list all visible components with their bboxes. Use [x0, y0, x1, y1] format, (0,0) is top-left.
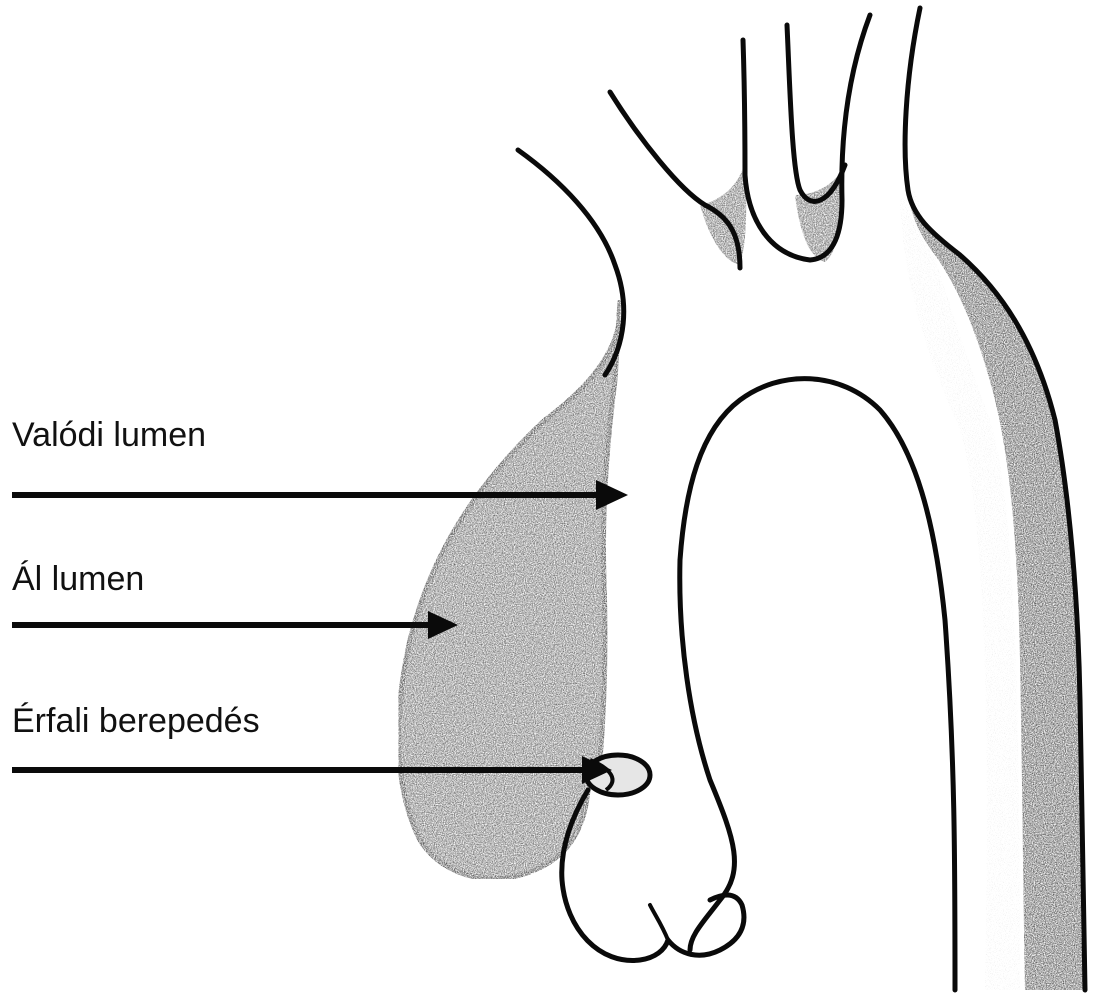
aortic-root-outline: [562, 790, 744, 960]
arrow-false-lumen: [12, 611, 458, 639]
intimal-tear-label: Érfali berepedés: [12, 704, 260, 738]
false-lumen-label: Ál lumen: [12, 562, 144, 596]
true-lumen-label: Valódi lumen: [12, 418, 206, 452]
branch-outline-3: [787, 25, 845, 201]
aortic-root-cusp: [650, 905, 668, 940]
aortic-outline-left: [518, 150, 624, 375]
